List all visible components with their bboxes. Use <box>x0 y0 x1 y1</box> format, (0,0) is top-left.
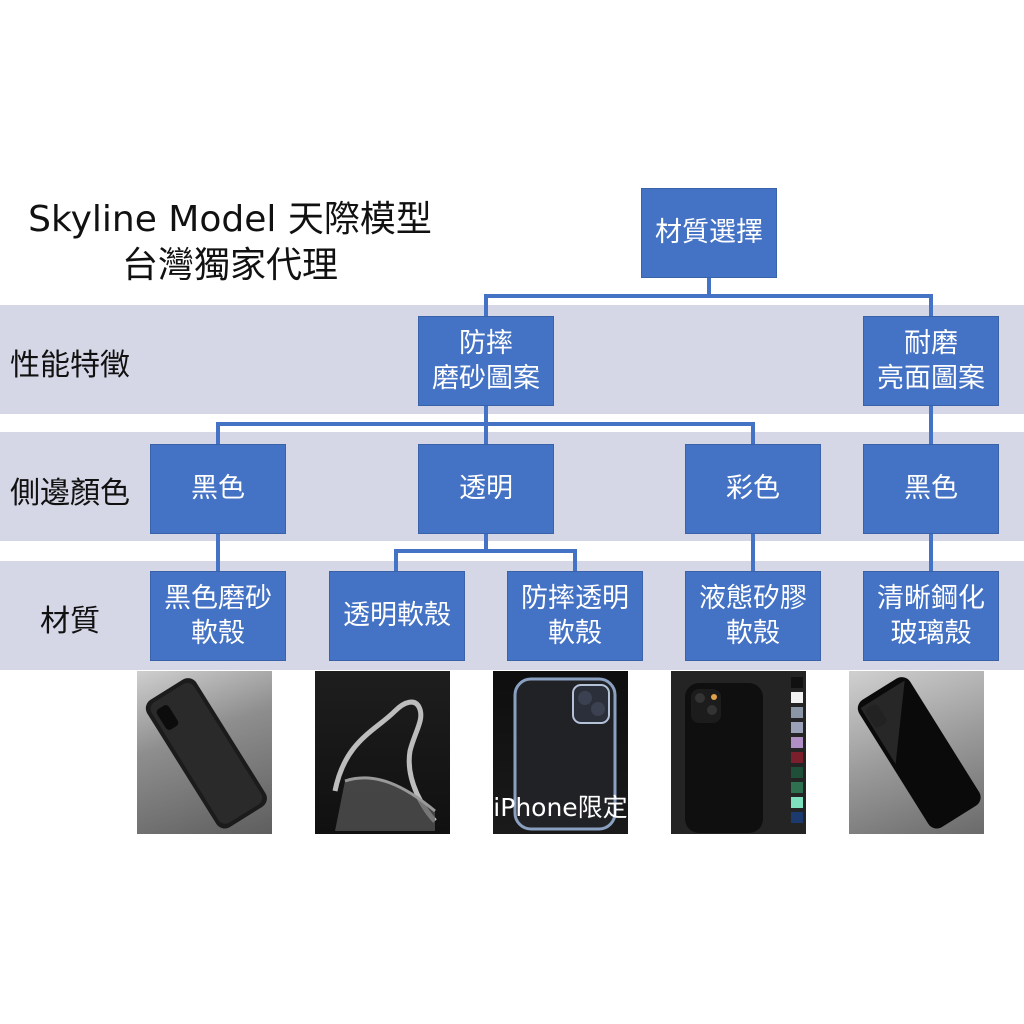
color-swatch <box>791 752 803 763</box>
node-label-line1: 防摔透明 <box>521 582 629 614</box>
connector-clear-drop <box>486 549 577 571</box>
node-side-clear: 透明 <box>418 444 554 534</box>
node-label: 黑色 <box>904 473 958 505</box>
brand-subtitle: 台灣獨家代理 <box>121 245 338 286</box>
color-swatch <box>791 722 803 733</box>
iphone-only-caption: iPhone限定 <box>493 793 628 822</box>
node-label-line2: 亮面圖案 <box>877 363 985 394</box>
node-label-line2: 玻璃殼 <box>890 618 972 649</box>
node-label-line1: 黑色磨砂 <box>164 582 272 614</box>
node-label-line2: 軟殼 <box>191 618 245 649</box>
photo-liquid-silicone-case <box>671 671 806 834</box>
connector-l1-black <box>216 405 488 444</box>
row-label-material: 材質 <box>40 604 100 639</box>
root-node: 材質選擇 <box>641 188 777 278</box>
node-label: 黑色 <box>191 473 245 505</box>
node-label-line2: 軟殼 <box>726 618 780 649</box>
node-black-matte-soft: 黑色磨砂 軟殼 <box>150 571 286 661</box>
node-label-line1: 防摔 <box>459 327 513 359</box>
color-swatch <box>791 692 803 703</box>
node-side-black-2: 黑色 <box>863 444 999 534</box>
color-swatch <box>791 812 803 823</box>
connector-root-right <box>709 294 933 316</box>
node-tempered-glass: 清晰鋼化 玻璃殼 <box>863 571 999 661</box>
node-drop-proof-clear-soft: 防摔透明 軟殼 <box>507 571 643 661</box>
node-label-line2: 軟殼 <box>548 618 602 649</box>
node-label: 透明 <box>459 473 513 505</box>
row-label-performance: 性能特徵 <box>10 348 130 383</box>
node-drop-proof-matte: 防摔 磨砂圖案 <box>418 316 554 406</box>
color-swatch-column <box>791 677 803 827</box>
node-label: 彩色 <box>726 473 780 505</box>
node-side-black: 黑色 <box>150 444 286 534</box>
photo-clear-soft-case <box>315 671 450 834</box>
color-swatch <box>791 677 803 688</box>
node-label-line1: 透明軟殼 <box>343 600 451 632</box>
brand-title: Skyline Model 天際模型 <box>28 199 432 240</box>
connector-l1-color <box>486 422 755 444</box>
node-label-line1: 耐磨 <box>904 327 958 359</box>
node-label-line1: 清晰鋼化 <box>877 582 985 614</box>
connector-clear-soft <box>394 533 488 571</box>
node-liquid-silicone-soft: 液態矽膠 軟殼 <box>685 571 821 661</box>
color-swatch <box>791 737 803 748</box>
color-swatch <box>791 782 803 793</box>
node-label-line1: 液態矽膠 <box>699 582 807 614</box>
node-label-line2: 磨砂圖案 <box>432 363 540 394</box>
color-swatch <box>791 797 803 808</box>
photo-drop-proof-clear-case: iPhone限定 <box>493 671 628 834</box>
node-clear-soft: 透明軟殼 <box>329 571 465 661</box>
color-swatch <box>791 767 803 778</box>
root-node-label: 材質選擇 <box>655 217 763 249</box>
photo-tempered-glass-case <box>849 671 984 834</box>
row-label-side-color: 側邊顏色 <box>10 476 130 511</box>
photo-black-matte-case <box>137 671 272 834</box>
color-swatch <box>791 707 803 718</box>
node-side-colorful: 彩色 <box>685 444 821 534</box>
node-wear-resistant-glossy: 耐磨 亮面圖案 <box>863 316 999 406</box>
connector-root-left <box>484 277 711 316</box>
